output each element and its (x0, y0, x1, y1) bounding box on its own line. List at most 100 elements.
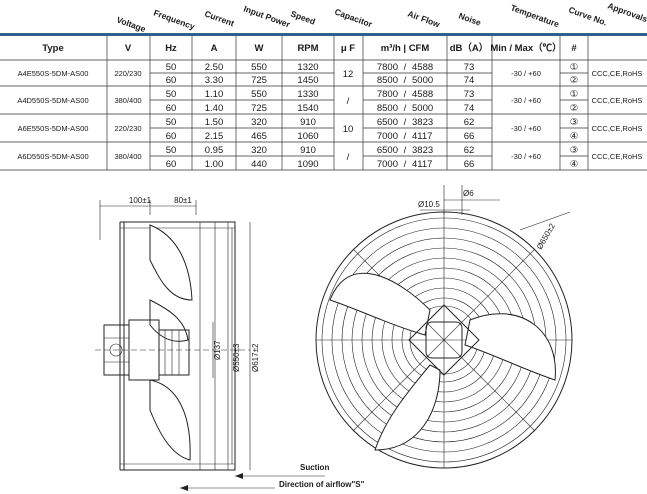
front-view-drawing: Ø6 Ø10.5 Ø650±2 (315, 185, 573, 469)
cell-type: A4E550S-5DM-AS00 (18, 69, 89, 78)
table-row-a4d550s: A4D550S-5DM-AS00 380/400 / -30 / +60 CCC… (17, 89, 642, 114)
cell-db: 62 (464, 117, 475, 128)
header-approvals: Approvals (606, 0, 647, 24)
cell-curve: ③ (570, 145, 579, 156)
cell-voltage: 220/230 (114, 124, 141, 133)
cell-cfm: 3823 (412, 117, 433, 128)
unit-temperature: Min / Max（℃） (490, 42, 561, 54)
cell-approvals: CCC,CE,RoHS (592, 96, 643, 105)
cell-m3h: 6500 (377, 117, 398, 128)
cell-power: 320 (251, 117, 267, 128)
cell-capacitor: 10 (343, 124, 354, 135)
cell-power: 725 (251, 103, 267, 114)
unit-speed: RPM (297, 43, 318, 54)
cell-voltage: 220/230 (114, 69, 141, 78)
cell-type: A4D550S-5DM-AS00 (17, 96, 88, 105)
cell-capacitor: / (347, 96, 350, 107)
cell-separator: / (404, 131, 407, 142)
cell-current: 2.15 (205, 131, 224, 142)
unit-power: W (255, 43, 264, 54)
cell-type: A6D550S-5DM-AS00 (17, 152, 88, 161)
unit-curve: # (571, 43, 577, 54)
cell-curve: ① (570, 62, 579, 73)
table-row-a6d550s: A6D550S-5DM-AS00 380/400 / -30 / +60 CCC… (17, 145, 642, 170)
unit-current: A (211, 43, 218, 54)
cell-voltage: 380/400 (114, 152, 141, 161)
cell-rpm: 1320 (297, 62, 318, 73)
cell-rpm: 1330 (297, 89, 318, 100)
cell-current: 1.40 (205, 103, 224, 114)
cell-curve: ② (570, 103, 579, 114)
cell-rpm: 1060 (297, 131, 318, 142)
cell-temperature: -30 / +60 (511, 124, 541, 133)
airflow-direction-label: Direction of airflow"S" (279, 480, 365, 489)
cell-temperature: -30 / +60 (511, 69, 541, 78)
cell-power: 550 (251, 89, 267, 100)
cell-cfm: 5000 (412, 103, 433, 114)
cell-separator: / (404, 89, 407, 100)
cell-capacitor: 12 (343, 69, 354, 80)
cell-rpm: 1450 (297, 75, 318, 86)
header-capacitor: Capacitor (333, 6, 374, 29)
cell-cfm: 4117 (412, 159, 432, 170)
side-view-drawing: 100±1 80±1 Ø137 Ø550±3 Ø617±2 (95, 196, 365, 491)
suction-label: Suction (300, 463, 329, 472)
unit-voltage: V (125, 43, 132, 54)
cell-separator: / (404, 62, 407, 73)
cell-hz: 50 (166, 89, 177, 100)
table-grid (0, 36, 647, 171)
cell-hz: 60 (166, 103, 177, 114)
cell-current: 1.10 (205, 89, 224, 100)
cell-rpm: 910 (300, 117, 316, 128)
cell-m3h: 7800 (377, 62, 398, 73)
cell-cfm: 4588 (412, 89, 433, 100)
cell-power: 465 (251, 131, 267, 142)
cell-hz: 60 (166, 131, 177, 142)
cell-hz: 50 (166, 117, 177, 128)
unit-type: Type (42, 43, 63, 54)
cell-hz: 50 (166, 145, 177, 156)
cell-m3h: 8500 (377, 75, 398, 86)
cell-separator: / (404, 117, 407, 128)
cell-db: 66 (464, 159, 475, 170)
cell-capacitor: / (347, 152, 350, 163)
cell-power: 320 (251, 145, 267, 156)
header-voltage: Voltage (115, 14, 147, 34)
cell-temperature: -30 / +60 (511, 152, 541, 161)
cell-cfm: 4588 (412, 62, 433, 73)
cell-separator: / (404, 103, 407, 114)
dim-80: 80±1 (174, 196, 192, 205)
header-curve-no: Curve No. (567, 4, 608, 27)
dim-10-5: Ø10.5 (418, 200, 440, 209)
cell-db: 74 (464, 103, 475, 114)
dim-6: Ø6 (463, 189, 474, 198)
header-noise: Noise (457, 10, 482, 27)
header-current: Current (203, 8, 235, 28)
cell-power: 550 (251, 62, 267, 73)
cell-voltage: 380/400 (114, 96, 141, 105)
cell-db: 73 (464, 62, 475, 73)
cell-db: 73 (464, 89, 475, 100)
cell-type: A6E550S-5DM-AS00 (18, 124, 89, 133)
unit-capacitor: μ F (341, 43, 355, 54)
dim-137: Ø137 (213, 340, 222, 360)
cell-cfm: 4117 (412, 131, 432, 142)
cell-separator: / (404, 159, 407, 170)
header-input-power: Input Power (242, 3, 292, 29)
table-row-a4e550s: A4E550S-5DM-AS00 220/230 12 -30 / +60 CC… (18, 62, 643, 86)
cell-separator: / (404, 145, 407, 156)
dim-550: Ø550±3 (232, 343, 241, 372)
cell-approvals: CCC,CE,RoHS (592, 124, 643, 133)
cell-separator: / (404, 75, 407, 86)
cell-curve: ④ (570, 159, 579, 170)
cell-m3h: 7000 (377, 131, 398, 142)
unit-airflow: m³/h | CFM (381, 43, 430, 54)
cell-cfm: 3823 (412, 145, 433, 156)
cell-m3h: 6500 (377, 145, 398, 156)
dim-650: Ø650±2 (535, 221, 557, 251)
header-air-flow: Air Flow (406, 8, 441, 29)
unit-frequency: Hz (165, 43, 177, 54)
cell-rpm: 1540 (297, 103, 318, 114)
cell-current: 1.00 (205, 159, 224, 170)
cell-approvals: CCC,CE,RoHS (592, 69, 643, 78)
